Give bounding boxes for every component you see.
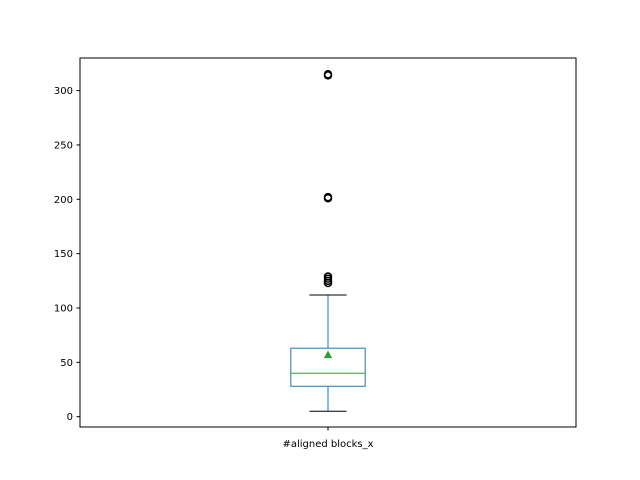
outlier-point xyxy=(323,272,333,281)
y-tick-label: 150 xyxy=(54,249,73,260)
y-tick-label: 0 xyxy=(67,412,73,423)
y-tick-label: 300 xyxy=(54,86,73,97)
plot-area xyxy=(290,70,366,412)
outlier-point xyxy=(323,192,333,202)
iqr-box xyxy=(290,347,366,387)
y-tick-label: 100 xyxy=(54,303,73,314)
axes: 0 50 100 150 200 250 300 #aligned blocks_x xyxy=(54,86,374,450)
outlier-point xyxy=(323,70,333,79)
y-tick-label: 50 xyxy=(60,358,73,369)
plot-frame xyxy=(79,57,577,428)
y-tick-label: 250 xyxy=(54,140,73,151)
mean-marker xyxy=(323,350,333,359)
x-tick-label: #aligned blocks_x xyxy=(282,439,373,450)
y-tick-label: 200 xyxy=(54,195,73,206)
